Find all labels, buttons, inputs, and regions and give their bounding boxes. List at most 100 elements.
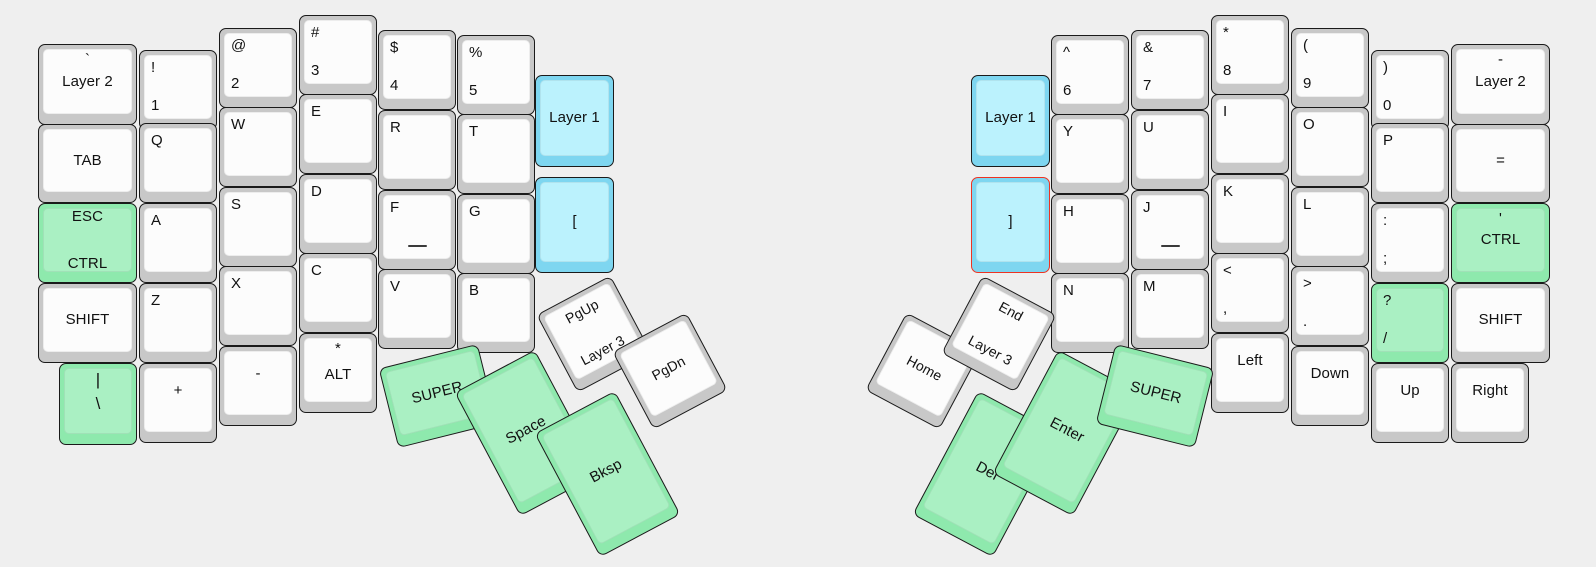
legend-bottom-left: . xyxy=(1303,313,1308,331)
key-asterisk-alt[interactable]: * ALT xyxy=(299,333,377,413)
key-h[interactable]: H xyxy=(1051,194,1129,274)
key-p[interactable]: P xyxy=(1371,123,1449,203)
keycap: SHIFT xyxy=(43,288,132,352)
key-pipe-backslash[interactable]: | \ xyxy=(59,363,137,445)
key-end-layer3[interactable]: End Layer 3 xyxy=(941,275,1057,393)
legend-top-left: G xyxy=(469,203,481,220)
key-c[interactable]: C xyxy=(299,253,377,333)
key-w[interactable]: W xyxy=(219,107,297,187)
legend-center: ESC CTRL xyxy=(44,177,131,303)
legend-center: Right xyxy=(1472,382,1508,399)
keycap: End Layer 3 xyxy=(950,282,1050,381)
key-n[interactable]: N xyxy=(1051,273,1129,353)
key-period-greater[interactable]: > . xyxy=(1291,266,1369,346)
key-7-ampersand[interactable]: & 7 xyxy=(1131,30,1209,110)
legend-bottom-left: ; xyxy=(1383,250,1388,268)
key-layer1-right[interactable]: Layer 1 xyxy=(971,75,1050,167)
key-9-paren-open[interactable]: ( 9 xyxy=(1291,28,1369,108)
keycap: K xyxy=(1216,179,1284,243)
key-g[interactable]: G xyxy=(457,194,535,274)
key-y[interactable]: Y xyxy=(1051,114,1129,194)
key-s[interactable]: S xyxy=(219,187,297,267)
keycap: ' CTRL xyxy=(1456,208,1545,272)
keycap: N xyxy=(1056,278,1124,342)
key-1-exclaim[interactable]: ! 1 xyxy=(139,50,217,130)
key-8-asterisk[interactable]: * 8 xyxy=(1211,15,1289,95)
key-j[interactable]: J xyxy=(1131,190,1209,270)
keycap: D xyxy=(304,179,372,243)
key-d[interactable]: D xyxy=(299,174,377,254)
keycap: TAB xyxy=(43,129,132,192)
key-k[interactable]: K xyxy=(1211,174,1289,254)
key-0-paren-close[interactable]: ) 0 xyxy=(1371,50,1449,130)
keycap: Q xyxy=(144,128,212,192)
key-down-arrow[interactable]: Down xyxy=(1291,346,1369,426)
key-3-hash[interactable]: # 3 xyxy=(299,15,377,95)
key-b[interactable]: B xyxy=(457,273,535,353)
keycap: O xyxy=(1296,112,1364,176)
key-o[interactable]: O xyxy=(1291,107,1369,187)
key-layer1-left[interactable]: Layer 1 xyxy=(535,75,614,167)
keycap: Layer 1 xyxy=(540,80,609,156)
legend-top-left: A xyxy=(151,212,162,229)
key-v[interactable]: V xyxy=(378,269,456,349)
key-plus[interactable]: + xyxy=(139,363,217,443)
key-m[interactable]: M xyxy=(1131,269,1209,349)
keycap: ] xyxy=(976,182,1045,262)
keycap: A xyxy=(144,208,212,272)
key-up-arrow[interactable]: Up xyxy=(1371,363,1449,443)
key-left-arrow[interactable]: Left xyxy=(1211,333,1289,413)
keycap: P xyxy=(1376,128,1444,192)
key-esc-ctrl[interactable]: ESC CTRL xyxy=(38,203,137,283)
key-semicolon-colon[interactable]: : ; xyxy=(1371,203,1449,283)
key-l[interactable]: L xyxy=(1291,187,1369,267)
legend-top-left: R xyxy=(390,119,401,136)
keycap: L xyxy=(1296,192,1364,256)
legend-top-left: * xyxy=(1223,24,1229,41)
key-t[interactable]: T xyxy=(457,114,535,194)
legend-center: Layer 1 xyxy=(985,109,1036,127)
keycap: Up xyxy=(1376,368,1444,432)
key-shift-right[interactable]: SHIFT xyxy=(1451,283,1550,363)
key-quote-ctrl[interactable]: ' CTRL xyxy=(1451,203,1550,283)
key-grave-layer2[interactable]: ` Layer 2 xyxy=(38,44,137,125)
key-right-arrow[interactable]: Right xyxy=(1451,363,1529,443)
legend-bottom-left: , xyxy=(1223,300,1228,318)
key-4-dollar[interactable]: $ 4 xyxy=(378,30,456,110)
key-x[interactable]: X xyxy=(219,266,297,346)
key-e[interactable]: E xyxy=(299,94,377,174)
legend-top-left: < xyxy=(1223,262,1232,279)
keycap: X xyxy=(224,271,292,335)
keycap: W xyxy=(224,112,292,176)
legend-top-left: Y xyxy=(1063,123,1074,140)
keycap: SHIFT xyxy=(1456,288,1545,352)
key-f[interactable]: F xyxy=(378,190,456,270)
key-minus[interactable]: - xyxy=(219,346,297,426)
legend-bottom-left: 2 xyxy=(231,75,240,93)
legend-top-left: @ xyxy=(231,37,247,54)
keycap: Y xyxy=(1056,119,1124,183)
key-6-caret[interactable]: ^ 6 xyxy=(1051,35,1129,115)
key-5-percent[interactable]: % 5 xyxy=(457,35,535,115)
keycap: R xyxy=(383,115,451,179)
key-comma-less[interactable]: < , xyxy=(1211,253,1289,333)
legend-bottom-left: 1 xyxy=(151,97,160,115)
key-u[interactable]: U xyxy=(1131,110,1209,190)
key-slash-question[interactable]: ? / xyxy=(1371,283,1449,363)
key-equals[interactable]: = xyxy=(1451,124,1550,203)
key-bracket-right[interactable]: ] xyxy=(971,177,1050,273)
key-bracket-left[interactable]: [ xyxy=(535,177,614,273)
key-shift-left[interactable]: SHIFT xyxy=(38,283,137,363)
key-z[interactable]: Z xyxy=(139,283,217,363)
key-2-at[interactable]: @ 2 xyxy=(219,28,297,108)
key-tab[interactable]: TAB xyxy=(38,124,137,203)
legend-line-1: End xyxy=(996,298,1026,325)
legend-bottom-left: 6 xyxy=(1063,82,1072,100)
legend-bottom-left: 8 xyxy=(1223,62,1232,80)
key-minus-layer2[interactable]: - Layer 2 xyxy=(1451,44,1550,125)
key-r[interactable]: R xyxy=(378,110,456,190)
key-q[interactable]: Q xyxy=(139,123,217,203)
legend-top-left: V xyxy=(390,278,401,295)
key-a[interactable]: A xyxy=(139,203,217,283)
key-i[interactable]: I xyxy=(1211,94,1289,174)
